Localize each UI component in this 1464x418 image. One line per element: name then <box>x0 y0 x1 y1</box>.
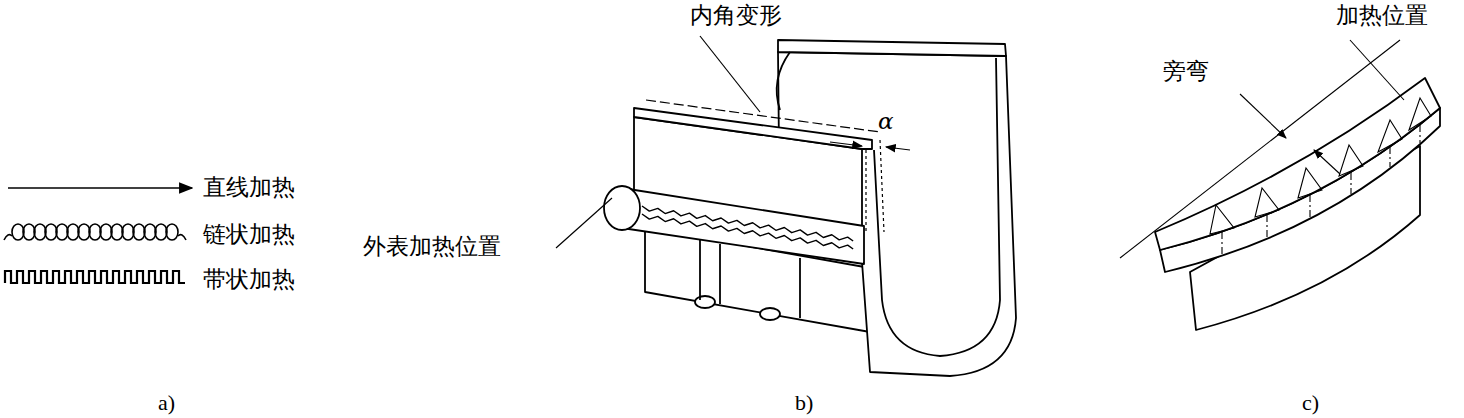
callout-label: 加热位置 <box>1336 2 1428 28</box>
callout-label: 内角变形 <box>690 2 782 28</box>
heating-type-label: 直线加热 <box>203 174 295 200</box>
callout-label: 外表加热位置 <box>363 233 501 259</box>
angle-symbol: α <box>878 108 894 134</box>
band-symbol <box>5 271 185 283</box>
heating-type-label: 链状加热 <box>203 221 295 247</box>
subfigure-label: a) <box>158 390 175 415</box>
straight-line-symbol <box>8 187 192 189</box>
heating-type-label: 带状加热 <box>203 266 295 292</box>
chain-symbol <box>4 224 186 240</box>
subfigure-label: b) <box>795 390 813 415</box>
subfigure-label: c) <box>1302 390 1319 415</box>
heating-symbols <box>4 188 192 283</box>
trough-weldment <box>604 40 1016 376</box>
deformation-marks <box>556 36 910 248</box>
heating-triangles <box>1120 40 1431 258</box>
callout-label: 旁弯 <box>1163 58 1209 84</box>
curved-t-beam <box>1155 78 1440 330</box>
